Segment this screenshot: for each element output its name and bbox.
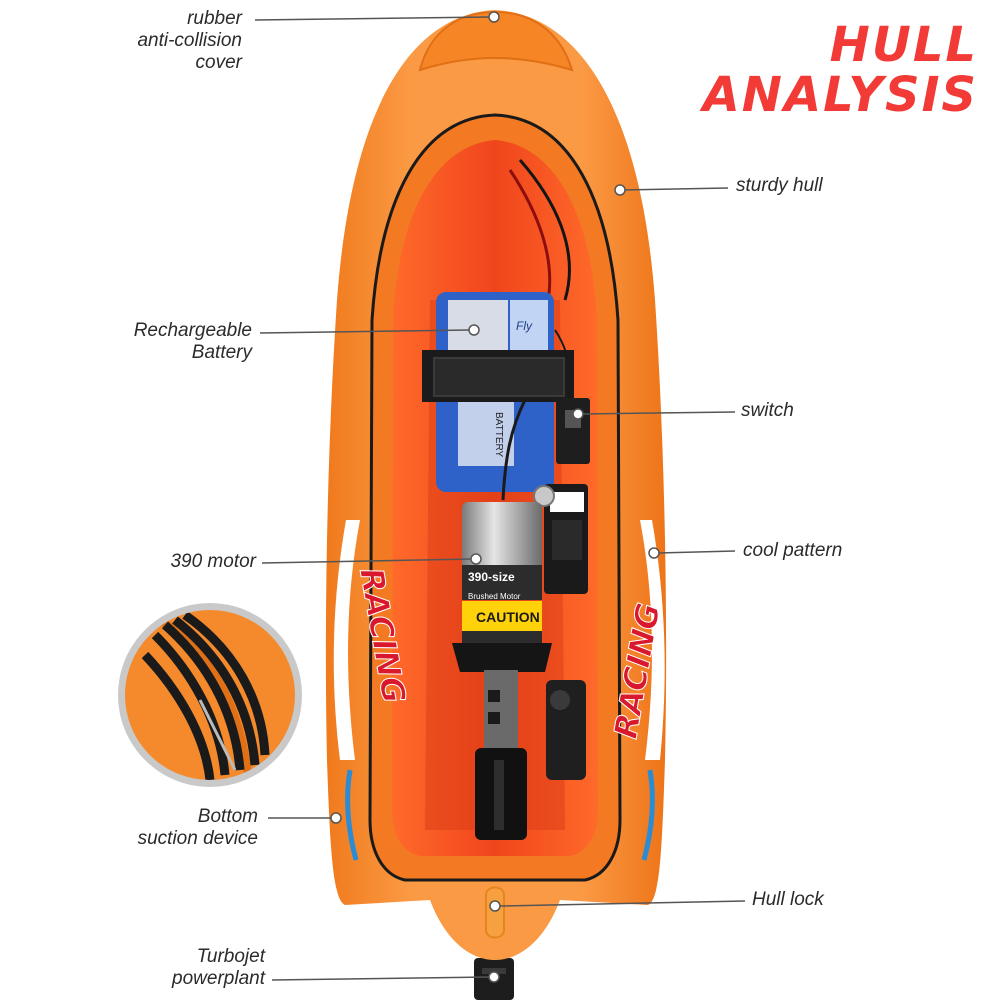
receiver-board [533, 484, 588, 594]
caution-text: CAUTION [476, 609, 540, 625]
title-line-1: HULL [829, 17, 978, 73]
hull-analysis-title: HULL ANALYSIS [703, 20, 978, 120]
leader-switch [581, 411, 736, 415]
callout-switch: switch [741, 400, 794, 421]
callout-battery-line-1: Rechargeable [133, 320, 252, 341]
callout-rubber-cover-line-3: cover [195, 52, 242, 73]
callout-turbojet: Turbojet powerplant [120, 946, 265, 990]
battery-pack: Fly BATTERY [422, 292, 574, 501]
hull-lock-tab [485, 886, 505, 939]
drive-shaft [452, 643, 552, 840]
callout-rubber-cover-line-2: anti-collision [137, 30, 242, 51]
title-line-2: ANALYSIS [702, 67, 978, 123]
leader-sturdy-hull [623, 187, 729, 191]
callout-suction-line-2: suction device [137, 828, 258, 849]
callout-suction-line-1: Bottom [197, 806, 258, 827]
callout-sturdy-hull: sturdy hull [736, 175, 823, 196]
leader-motor [261, 558, 473, 564]
callout-suction: Bottom suction device [96, 806, 258, 850]
leader-battery [259, 329, 471, 334]
callout-rubber-cover: rubber anti-collision cover [100, 8, 242, 74]
callout-turbojet-line-2: powerplant [172, 968, 265, 989]
callout-cool-pattern: cool pattern [743, 540, 843, 561]
motor-390: 390-size Brushed Motor CAUTION [462, 502, 542, 643]
leader-rubber-cover [254, 16, 491, 21]
leader-hull-lock [499, 900, 746, 907]
callout-rubber-cover-line-1: rubber [187, 8, 242, 29]
motor-label-text: 390-size [468, 570, 515, 584]
rubber-cover-shape [418, 10, 574, 72]
motor-sub-text: Brushed Motor [468, 592, 521, 601]
suction-device-lens [118, 603, 302, 787]
leader-lines [254, 11, 746, 983]
battery-label-text: BATTERY [493, 412, 504, 458]
servo [546, 680, 586, 780]
callout-battery: Rechargeable Battery [90, 320, 252, 364]
callout-battery-line-2: Battery [191, 342, 252, 363]
leader-turbojet [271, 976, 491, 981]
switch-component [556, 398, 590, 464]
callout-turbojet-line-1: Turbojet [196, 946, 265, 967]
callout-hull-lock: Hull lock [752, 889, 824, 910]
leader-cool-pattern [657, 550, 736, 554]
callout-motor: 390 motor [170, 551, 256, 572]
battery-brand-text: Fly [516, 319, 533, 333]
